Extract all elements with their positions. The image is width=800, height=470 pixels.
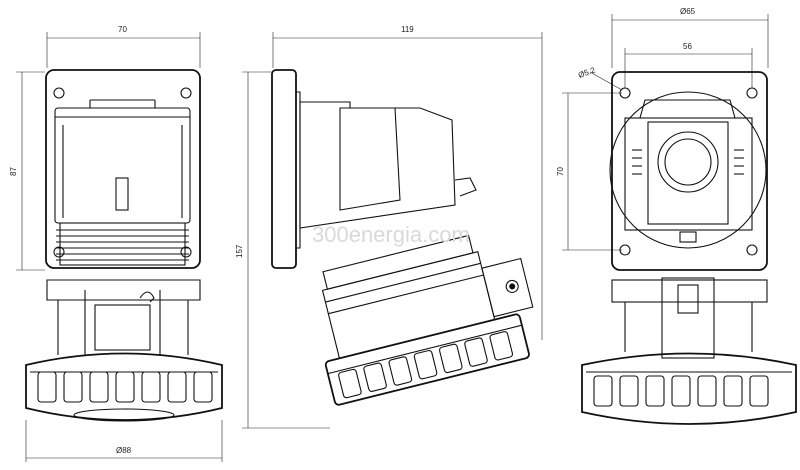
front-mounting-plate <box>45 69 201 269</box>
mount-hole <box>53 246 65 258</box>
side-socket-body <box>321 234 534 406</box>
front-lid <box>54 107 191 224</box>
back-gland-nut <box>581 352 797 425</box>
mount-hole <box>53 87 65 99</box>
front-view: 70 87 <box>9 25 223 462</box>
threaded-collar <box>56 222 189 266</box>
mount-hole <box>619 87 631 99</box>
dim-back-diameter: Ø65 <box>680 7 696 16</box>
back-mounting-plate <box>611 71 768 271</box>
dim-side-height: 157 <box>235 244 244 258</box>
gland-nut <box>25 352 223 422</box>
dim-front-height: 87 <box>9 167 18 176</box>
side-housing <box>299 101 456 229</box>
mount-hole <box>619 244 631 256</box>
clip-hook <box>139 291 155 303</box>
watermark: 300energia.com <box>312 222 470 247</box>
dim-front-width: 70 <box>118 25 127 34</box>
mount-hole <box>180 87 192 99</box>
side-mounting-plate <box>271 69 297 269</box>
mount-hole <box>746 244 758 256</box>
back-view: Ø65 56 Ø5.2 70 <box>556 7 797 425</box>
dim-back-hole-diameter: Ø5.2 <box>577 65 597 80</box>
dim-back-height: 70 <box>556 167 565 176</box>
mount-hole <box>746 87 758 99</box>
lid-latch <box>115 177 129 211</box>
back-clamp <box>661 277 715 359</box>
side-view: 119 157 <box>235 25 543 429</box>
back-flange <box>609 91 767 249</box>
drain-tab <box>679 231 697 243</box>
back-body-ring <box>611 279 768 303</box>
back-housing <box>624 117 753 231</box>
cable-clamp <box>94 304 151 351</box>
mount-hole <box>180 246 192 258</box>
dim-front-diameter: Ø88 <box>116 446 132 455</box>
back-cavity <box>647 121 729 225</box>
dim-back-hole-spacing: 56 <box>683 42 692 51</box>
body-ring <box>46 279 201 301</box>
cable-entry <box>657 131 719 193</box>
dim-side-width: 119 <box>401 25 414 34</box>
